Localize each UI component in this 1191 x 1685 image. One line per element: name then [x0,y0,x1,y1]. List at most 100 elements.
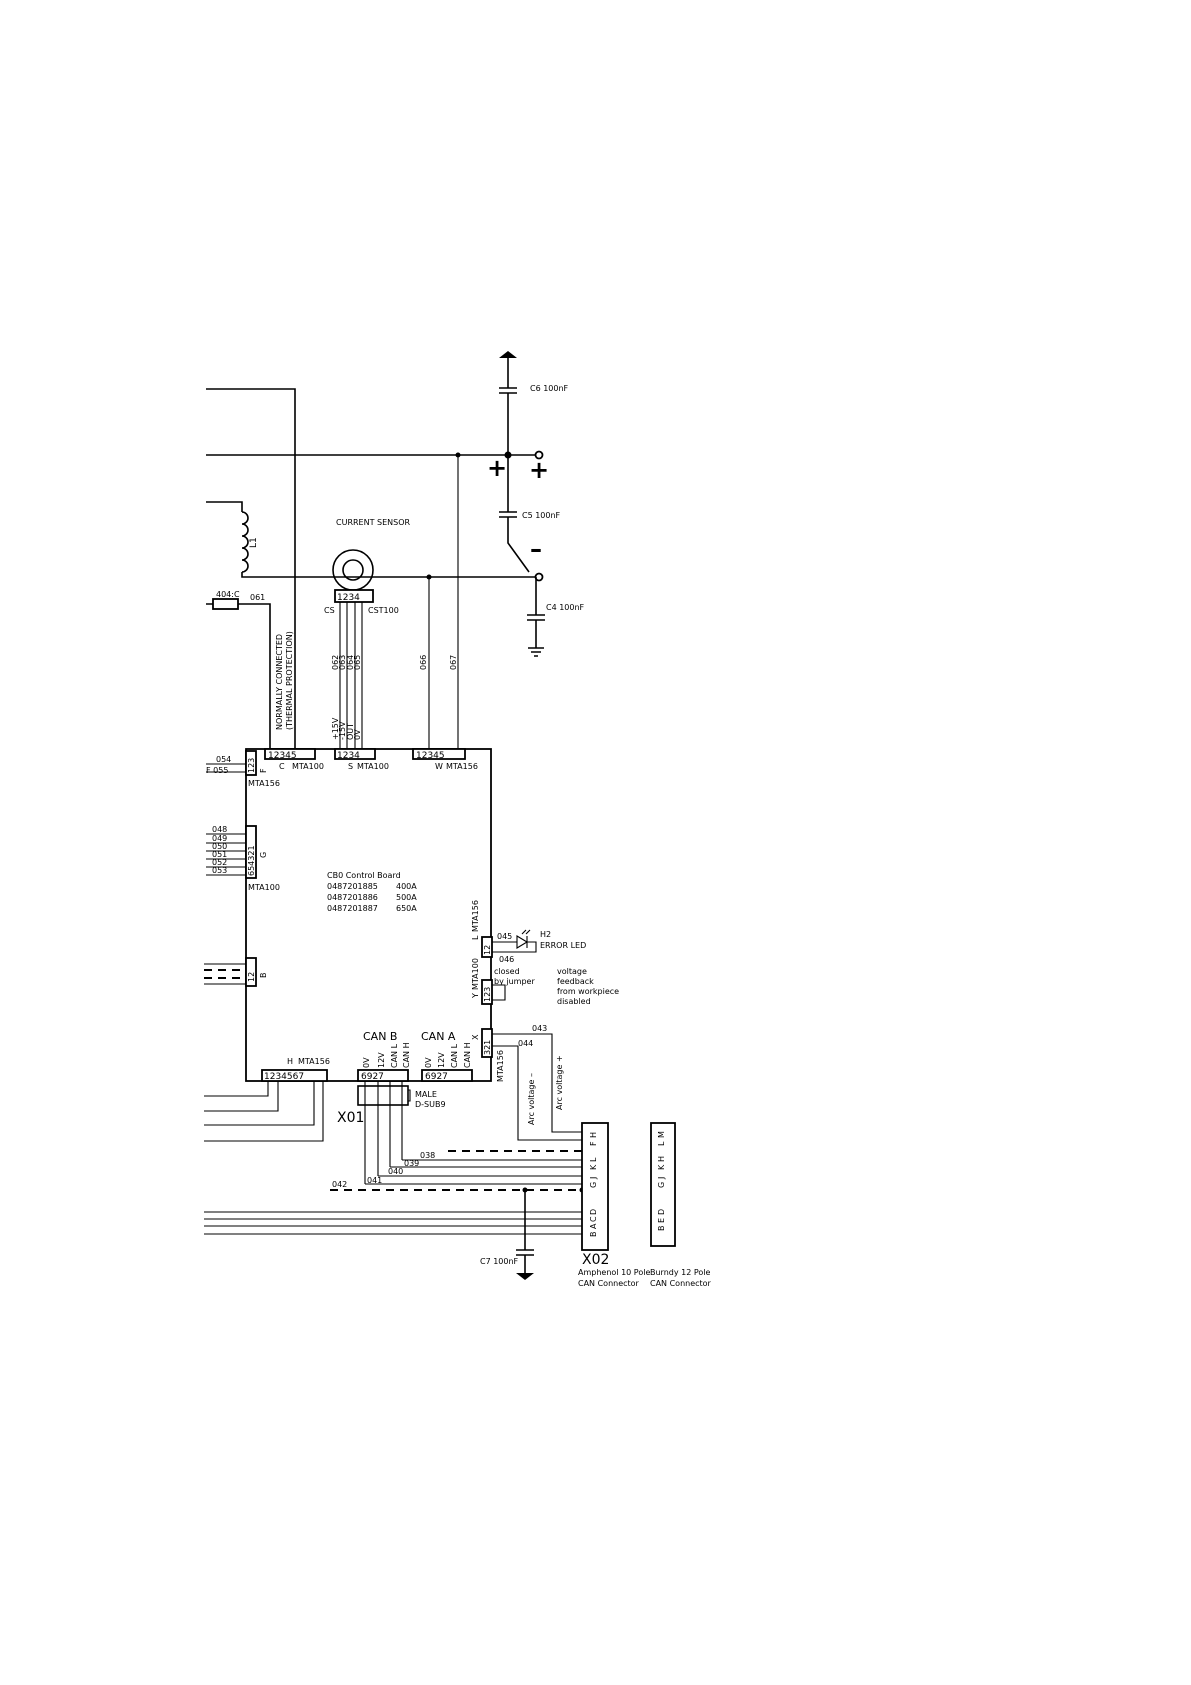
x02-pin-h: H [589,1132,598,1138]
led-wire-045: 045 [497,932,512,941]
connector-l-pins: 12 [483,945,492,955]
can-a-signal-0v: 0V [424,1057,433,1068]
can-wire-041: 041 [367,1176,382,1185]
can-b-signal-12v: 12V [377,1052,386,1068]
can-b-signal-0v: 0V [362,1057,371,1068]
connector-f-letter: F [259,768,268,773]
feedback-note-4: disabled [557,997,591,1006]
fuse-section: 404:C 061 NORMALLY CONNECTED (THERMAL PR… [206,590,458,748]
current-sensor-type: CST100 [368,606,399,615]
connector-c [264,748,316,760]
x02-desc-1: Amphenol 10 Pole [578,1268,650,1277]
connector-y [481,979,493,1005]
x02-pin-a: A [589,1223,598,1229]
sensor-wire-063: 063 [338,655,347,670]
connector-x-letter: X [471,1034,480,1040]
current-sensor: CURRENT SENSOR 1234 CS CST100 062 063 06… [324,518,411,748]
c6-label: C6 100nF [530,384,569,393]
connector-y-pins: 123 [483,987,492,1002]
connector-b-letter: B [259,973,268,979]
power-label-out: OUT [346,723,355,740]
wire-066-label: 066 [419,655,428,670]
connector-s-type: MTA100 [357,762,389,771]
burndy-pin-d: D [657,1209,666,1215]
x02-pin-d: D [589,1209,598,1215]
connector-h [261,1069,328,1082]
fuse-wire-label: 061 [250,593,265,602]
board-part-1: 0487201885 [327,882,378,891]
burndy-desc-2: CAN Connector [650,1279,712,1288]
can-b-signal-canh: CAN H [402,1042,411,1068]
c7-label: C7 100nF [480,1257,519,1266]
burndy-desc-1: Burndy 12 Pole [650,1268,711,1277]
burndy-pin-b: B [657,1226,666,1232]
sensor-wire-065: 065 [353,655,362,670]
burndy-pin-g: G [657,1182,666,1188]
burndy-pin-e: E [657,1218,666,1223]
led-name: H2 [540,930,551,939]
connector-g-pins: 654321 [247,845,256,876]
connector-g-type: MTA100 [248,883,280,892]
connector-f-pins: 123 [247,758,256,773]
wire-055-label: F 055 [206,766,228,775]
sensor-wire-062: 062 [331,655,340,670]
connector-l [481,936,493,958]
wire-048-label: 048 [212,825,227,834]
connector-c-pins: 12345 [268,751,297,761]
fuse-label: 404:C [216,590,240,599]
connector-w-type: MTA156 [446,762,478,771]
burndy-pin-l: L [657,1141,666,1146]
can-b-title: CAN B [363,1030,397,1043]
burndy-pin-h: H [657,1156,666,1162]
thermal-note-2: (THERMAL PROTECTION) [285,631,294,730]
board-rating-1: 400A [396,882,417,891]
board-rating-3: 650A [396,904,417,913]
feedback-note-1: voltage [557,967,587,976]
sensor-wire-064: 064 [346,655,355,670]
connector-l-type: MTA156 [471,900,480,932]
can-b-signal-canl: CAN L [390,1043,399,1068]
wire-052-label: 052 [212,858,227,867]
connector-f [245,750,257,776]
can-a-signal-12v: 12V [437,1052,446,1068]
wire-049-label: 049 [212,834,227,843]
board-part-2: 0487201886 [327,893,378,902]
connector-w-letter: W [435,762,443,771]
inductor-label: L1 [249,537,259,548]
can-b-pins: 6927 [361,1072,384,1082]
x02-pin-j: J [589,1177,598,1180]
burndy-pin-m: M [657,1131,666,1138]
connector-c-type: MTA100 [292,762,324,771]
minus-sign: – [530,535,542,563]
connector-s-letter: S [348,762,353,771]
power-label-0v: 0V [353,729,362,740]
thermal-note-1: NORMALLY CONNECTED [275,634,284,730]
jumper-note-1: closed [494,967,520,976]
plus-sign-left: + [487,454,507,482]
wire-054-label: 054 [216,755,231,764]
connector-g-letter: G [259,852,268,858]
x01-desc-1: MALE [415,1090,437,1099]
connector-s [334,748,376,760]
connector-w [412,748,466,760]
board-rating-2: 500A [396,893,417,902]
x02-connector: H F L K J G D C A B X02 Amphenol 10 Pole… [578,1122,650,1288]
can-a-signal-canl: CAN L [450,1043,459,1068]
connector-can-a [421,1069,473,1082]
led-wire-046: 046 [499,955,514,964]
x02-pin-f: F [589,1141,598,1146]
x01-desc-2: D-SUB9 [415,1100,446,1109]
arc-voltage-minus: Arc voltage – [527,1073,536,1125]
connector-l-letter: L [471,935,480,940]
x02-pin-k: K [589,1164,598,1170]
can-a-title: CAN A [421,1030,456,1043]
connector-c-letter: C [279,762,285,771]
wire-067-label: 067 [449,655,458,670]
board-title: CB0 Control Board [327,871,401,880]
can-wire-038: 038 [420,1151,435,1160]
current-sensor-pins: 1234 [337,593,360,603]
connector-y-letter: Y [471,993,480,999]
c5-label: C5 100nF [522,511,561,520]
c4-label: C4 100nF [546,603,585,612]
